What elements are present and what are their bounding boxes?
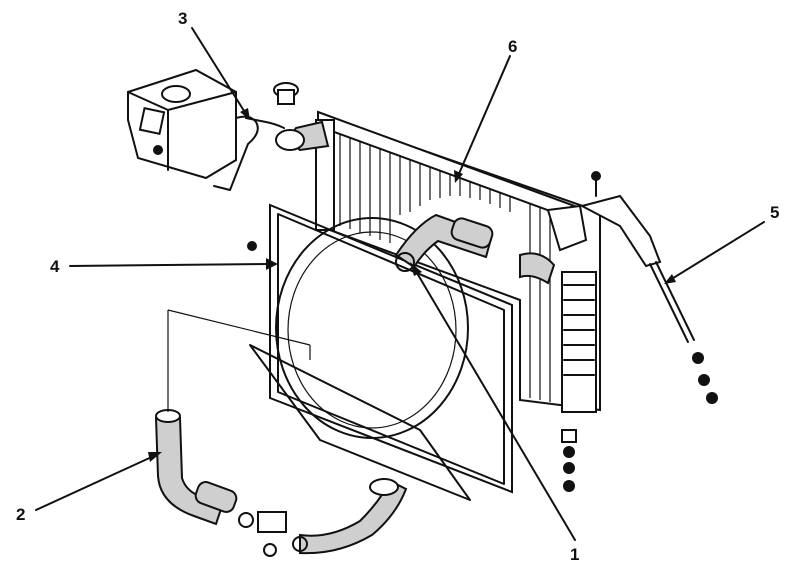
callout-arrows bbox=[35, 27, 765, 541]
fan-shroud-ring bbox=[275, 217, 469, 439]
callout-2: 2 bbox=[16, 505, 25, 524]
shroud-bolt bbox=[247, 241, 257, 251]
callout-3: 3 bbox=[178, 9, 187, 28]
brace-nut bbox=[706, 392, 718, 404]
coolant-reservoir bbox=[127, 68, 285, 191]
hose-fitting bbox=[257, 511, 287, 533]
radiator bbox=[290, 110, 601, 413]
callout-6: 6 bbox=[508, 37, 517, 56]
hose-clamp bbox=[238, 512, 254, 528]
tank-ribs bbox=[563, 284, 595, 376]
callout-1: 1 bbox=[570, 545, 579, 564]
reservoir-cap bbox=[161, 85, 191, 103]
brace-nut bbox=[692, 352, 704, 364]
leader-lines bbox=[167, 309, 311, 412]
radiator-support-brace bbox=[579, 171, 718, 404]
callout-4: 4 bbox=[50, 257, 60, 276]
radiator-cap bbox=[273, 82, 305, 151]
fan-shroud bbox=[247, 203, 513, 501]
brace-washer bbox=[698, 374, 710, 386]
callout-5: 5 bbox=[770, 203, 779, 222]
upper-radiator-hose bbox=[394, 213, 556, 285]
lower-radiator-hose bbox=[154, 409, 408, 557]
radiator-mount-hardware bbox=[561, 429, 577, 492]
radiator-side-tank bbox=[561, 271, 597, 413]
hose-clamp bbox=[292, 536, 308, 552]
